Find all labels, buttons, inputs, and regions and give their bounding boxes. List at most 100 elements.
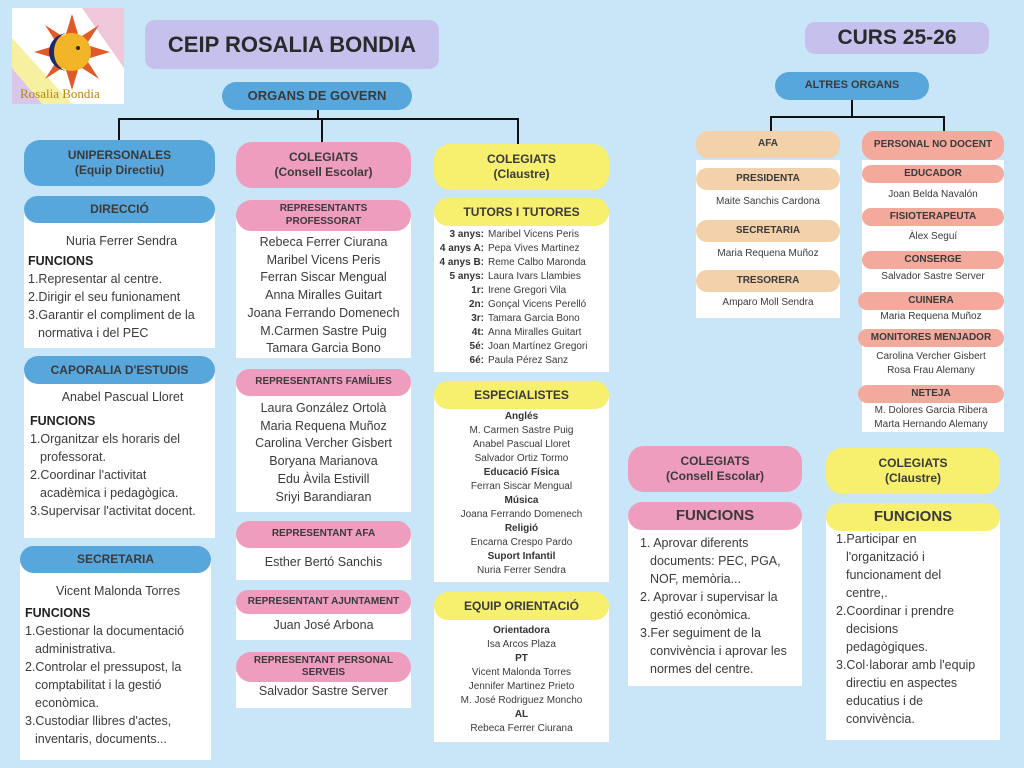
educador-header: EDUCADOR bbox=[862, 165, 1004, 183]
tutor-name: Joan Martínez Gregori bbox=[488, 341, 588, 352]
tutor-name: Tamara Garcia Bono bbox=[488, 313, 580, 324]
no-docent-header: PERSONAL NO DOCENT bbox=[862, 131, 1004, 160]
tutor-row: 4t:Anna Miralles Guitart bbox=[434, 326, 609, 340]
tutor-name: Maribel Vicens Peris bbox=[488, 229, 579, 240]
caporalia-name: Anabel Pascual Lloret bbox=[61, 390, 184, 404]
connector-line bbox=[851, 100, 853, 116]
serveis-header: REPRESENTANT PERSONAL SERVEIS bbox=[236, 652, 411, 682]
organs-govern-header: ORGANS DE GOVERN bbox=[222, 82, 412, 110]
professorat-header: REPRESENTANTS PROFESSORAT bbox=[236, 200, 411, 231]
funcions-consell-card: 1. Aprovar diferents documents: PEC, PGA… bbox=[628, 516, 802, 686]
direccio-items: 1.Representar al centre. 2.Dirigir el se… bbox=[28, 272, 195, 340]
connector-line bbox=[517, 118, 519, 144]
staff-name: Vicent Malonda Torres bbox=[471, 667, 572, 678]
tutor-row: 5é: Joan Martínez Gregori bbox=[434, 340, 609, 354]
subject-label: Música bbox=[504, 495, 539, 506]
funcions-label: FUNCIONS bbox=[25, 606, 91, 620]
tutor-group: 2n: bbox=[469, 299, 484, 310]
staff-name: M. Carmen Sastre Puig bbox=[469, 425, 574, 436]
afa-secretaria-name: Maria Requena Muñoz bbox=[717, 248, 819, 259]
cuinera-name: Maria Requena Muñoz bbox=[880, 311, 982, 322]
tresorera-name: Amparo Moll Sendra bbox=[722, 297, 814, 308]
tutor-row: 4 anys A: Pepa Vives Martinez bbox=[434, 242, 609, 256]
sun-moon-logo-icon bbox=[12, 8, 124, 104]
staff-name: Rebeca Ferrer Ciurana bbox=[470, 723, 573, 734]
tutor-group: 5é: bbox=[469, 341, 484, 352]
caporalia-header: CAPORALIA D'ESTUDIS bbox=[24, 356, 215, 384]
connector-line bbox=[317, 108, 319, 120]
logo: Rosalia Bondia bbox=[12, 8, 124, 104]
tutor-group: 4 anys B: bbox=[439, 257, 484, 268]
tutors-card: 3 anys: Maribel Vicens Peris 4 anys A: Pepa… bbox=[434, 214, 609, 372]
altres-organs-header: ALTRES ORGANS bbox=[775, 72, 929, 100]
consell-escolar-header: COLEGIATS (Consell Escolar) bbox=[236, 142, 411, 188]
funcions-claustre-title: COLEGIATS (Claustre) bbox=[826, 448, 1000, 494]
tutor-group: 1r: bbox=[471, 285, 484, 296]
staff-name: Salvador Ortiz Tormo bbox=[474, 453, 569, 464]
staff-name: Joana Ferrando Domenech bbox=[460, 509, 583, 520]
claustre-header: COLEGIATS (Claustre) bbox=[434, 144, 609, 190]
tutor-row: 2n:Gonçal Vicens Perelló bbox=[434, 298, 609, 312]
tutor-name: Paula Pérez Sanz bbox=[488, 355, 569, 366]
neteja-header: NETEJA bbox=[858, 385, 1004, 403]
tutors-list: 3 anys: Maribel Vicens Peris 4 anys A: Pepa… bbox=[434, 228, 609, 368]
funcions-consell-header: FUNCIONS bbox=[628, 502, 802, 530]
families-header: REPRESENTANTS FAMÍLIES bbox=[236, 369, 411, 396]
subject-label: Suport Infantil bbox=[487, 551, 556, 562]
tutor-row: 4 anys B: Reme Calbo Maronda bbox=[434, 256, 609, 270]
tutor-group: 3r: bbox=[471, 313, 484, 324]
subject-label: Religió bbox=[504, 523, 539, 534]
educador-name: Joan Belda Navalón bbox=[888, 189, 978, 200]
tutor-row: 1r: Irene Gregori Vila bbox=[434, 284, 609, 298]
funcions-claustre-card: 1.Participar en l'organització i funcion… bbox=[826, 518, 1000, 740]
staff-name: M. José Rodriguez Moncho bbox=[460, 695, 583, 706]
afa-rep-header: REPRESENTANT AFA bbox=[236, 521, 411, 548]
tutor-name: Anna Miralles Guitart bbox=[488, 327, 582, 338]
caporalia-card: Anabel Pascual Lloret FUNCIONS 1.Organit… bbox=[24, 370, 215, 538]
subject-label: PT bbox=[515, 653, 528, 664]
tutor-row: 5 anys:Laura Ivars Llambies bbox=[434, 270, 609, 284]
direccio-name: Nuria Ferrer Sendra bbox=[65, 234, 178, 248]
conserge-name: Salvador Sastre Server bbox=[881, 271, 985, 282]
course-badge: CURS 25-26 bbox=[805, 22, 989, 54]
cuinera-header: CUINERA bbox=[858, 292, 1004, 310]
ajuntament-header: REPRESENTANT AJUNTAMENT bbox=[236, 590, 411, 614]
families-card: Laura González Ortolà Maria Requena Muño… bbox=[236, 384, 411, 512]
tutor-name: Laura Ivars Llambies bbox=[488, 271, 581, 282]
connector-line bbox=[943, 116, 945, 131]
secretaria-items: 1.Gestionar la documentació administrati… bbox=[25, 624, 185, 746]
staff-name: Nuria Ferrer Sendra bbox=[477, 565, 566, 576]
tutor-group: 3 anys: bbox=[449, 229, 484, 240]
subject-label: Anglés bbox=[504, 411, 539, 422]
staff-name: Encarna Crespo Pardo bbox=[470, 537, 573, 548]
staff-name: Anabel Pascual Lloret bbox=[472, 439, 571, 450]
funcions-consell-title: COLEGIATS (Consell Escolar) bbox=[628, 446, 802, 492]
presidenta-name: Maite Sanchis Cardona bbox=[716, 196, 820, 207]
tresorera-header: TRESORERA bbox=[696, 270, 840, 292]
staff-name: Isa Arcos Plaza bbox=[487, 639, 556, 650]
tutor-name: Pepa Vives Martinez bbox=[488, 243, 580, 254]
conserge-header: CONSERGE bbox=[862, 251, 1004, 269]
tutor-group: 4 anys A: bbox=[439, 243, 484, 254]
fisio-header: FISIOTERAPEUTA bbox=[862, 208, 1004, 226]
connector-line bbox=[321, 118, 323, 142]
unipersonales-header: UNIPERSONALES (Equip Directiu) bbox=[24, 140, 215, 186]
tutor-row: 3r: Tamara Garcia Bono bbox=[434, 312, 609, 326]
connector-line bbox=[770, 116, 772, 131]
direccio-header: DIRECCIÓ bbox=[24, 196, 215, 223]
tutor-name: Irene Gregori Vila bbox=[488, 285, 567, 296]
monitores-names: Carolina Vercher Gisbert Rosa Frau Alema… bbox=[876, 351, 986, 376]
tutors-header: TUTORS I TUTORES bbox=[434, 198, 609, 226]
tutor-name: Reme Calbo Maronda bbox=[488, 257, 586, 268]
page-title: CEIP ROSALIA BONDIA bbox=[145, 20, 439, 69]
orientacio-header: EQUIP ORIENTACIÓ bbox=[434, 592, 609, 620]
subject-label: Orientadora bbox=[493, 625, 550, 636]
fisio-name: Àlex Seguí bbox=[908, 231, 958, 242]
monitores-header: MONITORES MENJADOR bbox=[858, 329, 1004, 347]
connector-line bbox=[770, 116, 945, 118]
tutor-row: 6é:Paula Pérez Sanz bbox=[434, 354, 609, 368]
